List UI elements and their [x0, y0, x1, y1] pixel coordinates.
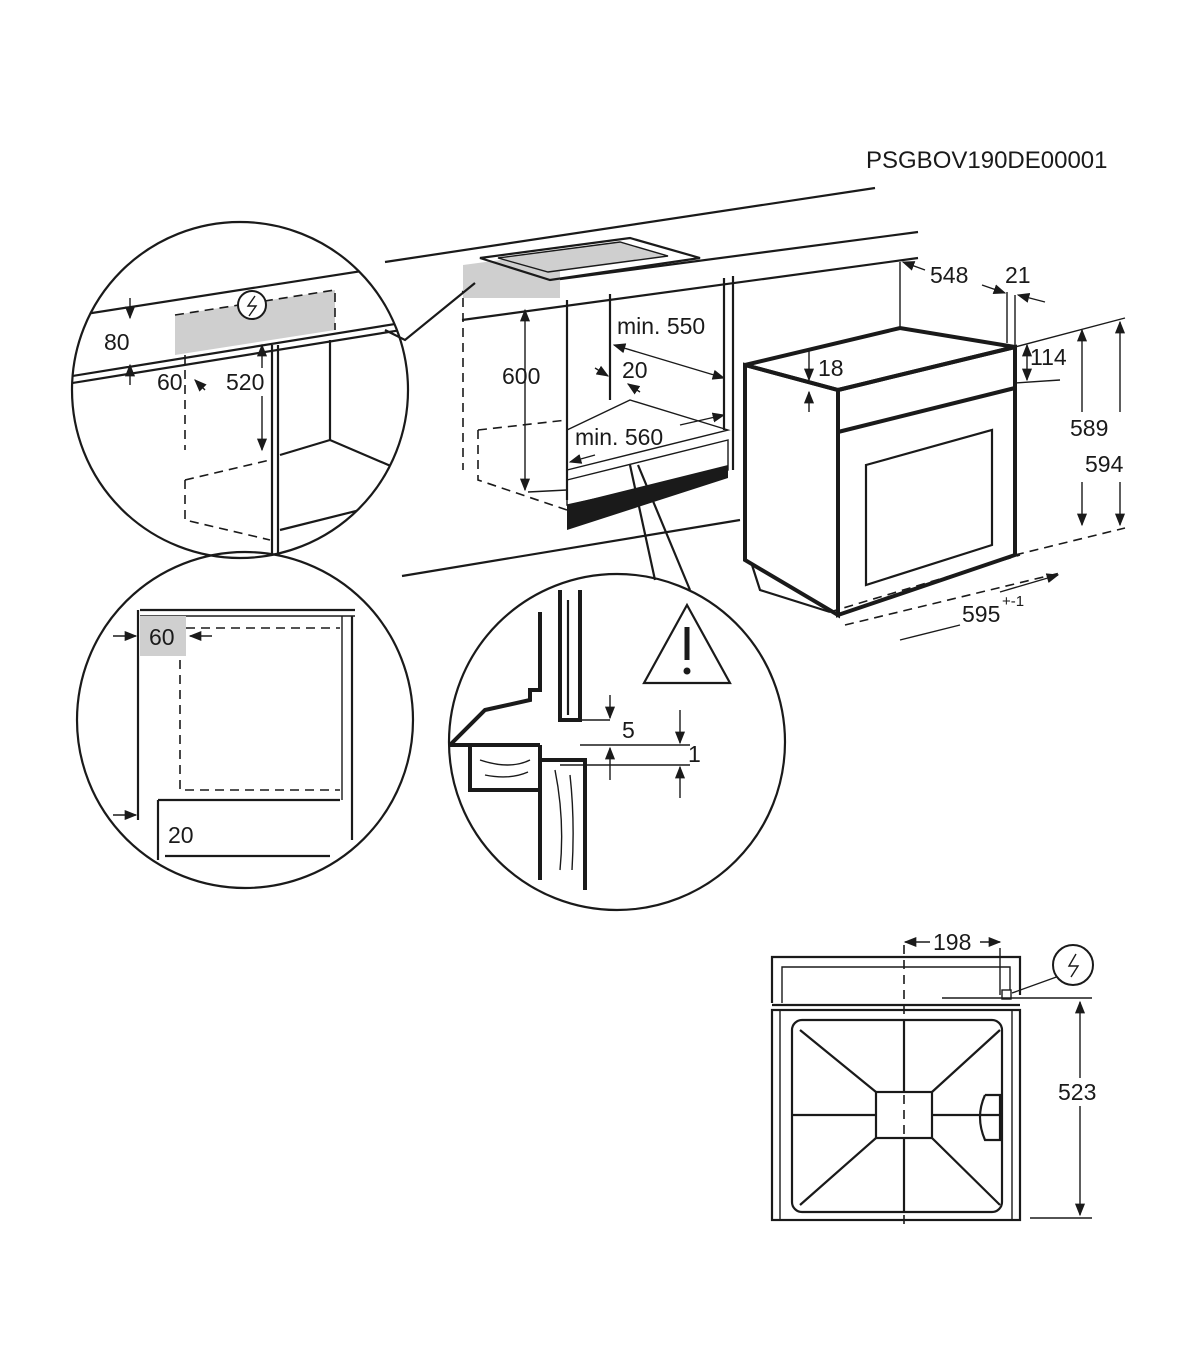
electrical-connection-icon: [1052, 944, 1094, 986]
cabinet-scene: 600 min. 550 20 min. 560: [384, 186, 919, 591]
dim-80: 80: [104, 329, 130, 355]
dim-595-tolerance: +-1: [1002, 593, 1024, 610]
dim-198: 198: [933, 929, 971, 955]
electrical-connection-icon: [237, 290, 267, 320]
dim-589: 589: [1070, 415, 1108, 441]
dim-21: 21: [1005, 262, 1031, 288]
oven-drawing: 548 21 114 18 589 594 595 +-1: [743, 261, 1126, 641]
dim-20: 20: [622, 357, 648, 383]
dim-1: 1: [688, 741, 701, 767]
dim-min-560: min. 560: [575, 424, 663, 450]
dim-5: 5: [622, 717, 635, 743]
dim-595: 595: [962, 601, 1000, 627]
dim-114: 114: [1030, 344, 1067, 370]
dim-min-550: min. 550: [617, 313, 705, 339]
dim-548: 548: [930, 262, 968, 288]
detail-hob-cutout: 80 60 520: [70, 220, 410, 560]
hob-cutout: [479, 236, 701, 282]
detail-gap: 5 1: [447, 572, 787, 912]
dim-520: 520: [226, 369, 264, 395]
bottom-view: 198 523: [770, 929, 1106, 1230]
dim-60: 60: [149, 624, 175, 650]
dim-600: 600: [502, 363, 540, 389]
detail-side-gap: 60 20: [75, 550, 415, 890]
dim-18: 18: [818, 355, 844, 381]
drawing-code: PSGBOV190DE00001: [866, 147, 1108, 174]
warning-triangle-icon: [642, 602, 732, 685]
dim-60: 60: [157, 369, 183, 395]
dim-20: 20: [168, 822, 194, 848]
dim-523: 523: [1058, 1079, 1096, 1105]
dim-594: 594: [1085, 451, 1124, 477]
